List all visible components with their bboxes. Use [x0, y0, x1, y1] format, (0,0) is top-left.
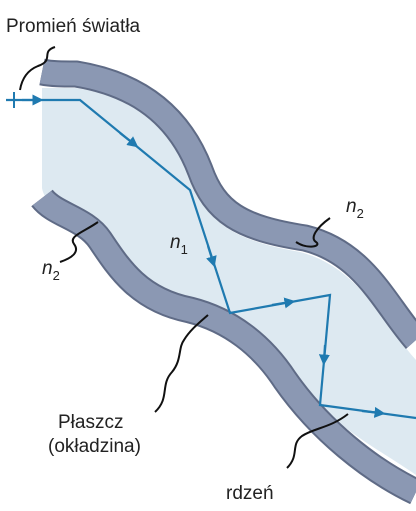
cladding-label-line2: (okładzina) — [48, 436, 141, 457]
ray-arrows — [22, 94, 386, 418]
n2-left-pointer — [59, 221, 99, 263]
n2-right-pointer — [295, 217, 331, 248]
cladding-label-line1: Płaszcz — [58, 412, 123, 433]
cladding-pointer — [154, 314, 209, 413]
light-ray-label: Promień światła — [6, 16, 141, 37]
n2-right-label: n2 — [346, 196, 364, 221]
light-ray-pointer — [19, 46, 56, 91]
pointer-lines — [19, 46, 349, 469]
n1-label: n1 — [170, 232, 188, 257]
n2-left-label: n2 — [42, 258, 60, 283]
core-label: rdzeń — [226, 483, 274, 504]
light-ray — [6, 98, 416, 420]
core-pointer — [286, 413, 349, 469]
